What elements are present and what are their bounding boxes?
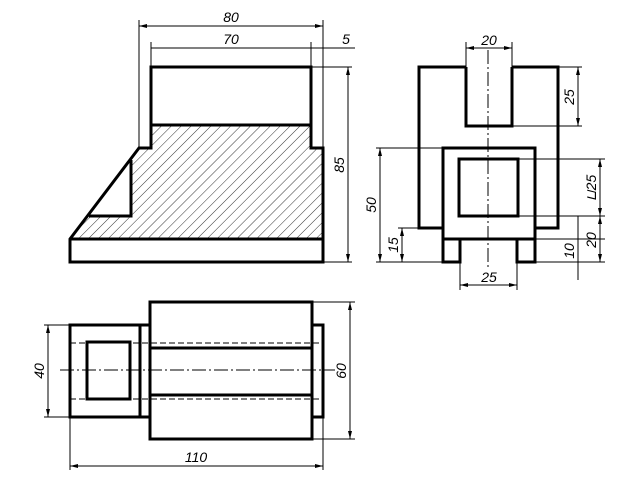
dim-boss-height: 50 [363, 197, 379, 213]
body-outline [68, 125, 325, 264]
dim-slot-depth: 25 [561, 89, 577, 106]
dim-80: 80 [223, 9, 239, 25]
dim-5: 5 [342, 31, 350, 47]
dim-85: 85 [331, 157, 347, 173]
right-lip [310, 323, 325, 419]
section-hatching [70, 125, 323, 239]
feet [441, 239, 537, 264]
side-view: 20 25 50 15 ⊔25 20 10 25 [363, 32, 605, 290]
dim-length: 110 [185, 449, 208, 465]
dim-body-depth: 60 [333, 363, 349, 379]
dim-boss-width: 40 [31, 363, 47, 379]
upper-block-outline [149, 65, 313, 127]
dim-foot-height: 10 [561, 243, 577, 259]
boss-outline [441, 146, 537, 241]
dim-foot-gap: 25 [480, 269, 497, 285]
top-slot [464, 67, 514, 128]
dim-slot-width: 20 [480, 32, 497, 48]
front-view: 80 70 5 85 [68, 9, 355, 264]
boss-outline [68, 323, 142, 419]
rib-cutout [89, 160, 133, 218]
dim-70: 70 [223, 31, 239, 47]
top-view: 40 60 110 [31, 300, 355, 470]
connector [140, 323, 150, 419]
dim-hole-offset: 20 [583, 232, 599, 249]
dim-base-height: 15 [385, 237, 401, 253]
dim-square-hole: ⊔25 [583, 175, 599, 202]
